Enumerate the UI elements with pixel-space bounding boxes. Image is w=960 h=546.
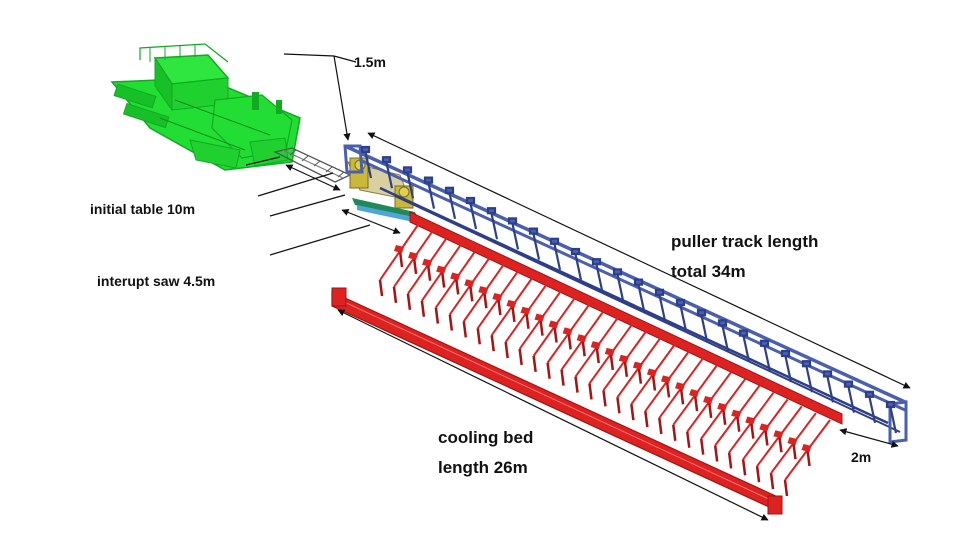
cooling-bed-label-line1: cooling bed [438,428,534,447]
puller-track-label-line1: puller track length [671,232,819,251]
puller-post-cap [591,258,602,266]
puller-post [867,394,877,424]
puller-post-cap [885,400,896,409]
cooling-bed-arm [783,419,831,497]
puller-post-cap [444,186,455,194]
puller-post-cap [843,380,854,388]
interrupt-saw-label: interupt saw 4.5m [97,273,216,289]
initial-table-label: initial table 10m [90,201,196,217]
puller-post-cap [612,268,623,276]
puller-post-cap [507,217,518,225]
puller-post-cap [654,288,665,296]
puller-post-cap [528,227,539,235]
puller-post-cap [759,339,770,347]
puller-post-cap [801,360,812,368]
dimension-1-5m-label: 1.5m [354,54,386,70]
puller-post [615,272,625,301]
puller-post-cap [675,298,686,307]
puller-post-cap [360,145,371,154]
dimension-2m-label: 2m [851,449,872,465]
puller-track-label: puller track length total 34m [671,227,818,287]
puller-post-cap [717,319,728,327]
puller-track-label-line2: total 34m [671,262,746,281]
puller-post-cap [696,309,707,317]
puller-track [343,144,908,444]
puller-post [846,384,856,413]
puller-post-cap [570,247,581,256]
dimension-lines [245,53,911,521]
puller-post [594,261,604,291]
puller-post-cap [864,390,875,398]
puller-post-cap [465,196,476,205]
puller-post [573,251,583,281]
puller-post-cap [402,166,413,174]
cooling-bed-label-line2: length 26m [438,458,528,477]
cooling-bed-arm [769,412,817,490]
puller-post-cap [633,278,644,286]
puller-post-cap [381,156,392,164]
extrusion-press [110,43,301,171]
cooling-bed-label: cooling bed length 26m [438,423,533,483]
puller-post-cap [822,370,833,378]
puller-post-cap [549,237,560,245]
puller-post-cap [780,349,791,358]
puller-post-cap [738,329,749,337]
puller-post-cap [486,207,497,215]
puller-post [552,241,562,271]
puller-post-cap [423,176,434,184]
